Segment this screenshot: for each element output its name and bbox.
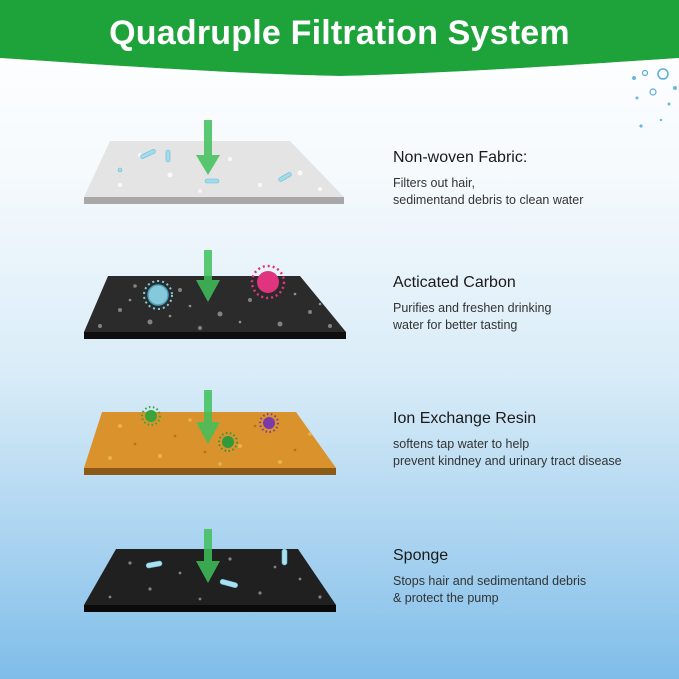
hair-particle-icon — [117, 149, 292, 184]
germ-icon — [143, 280, 173, 310]
layer-title: Acticated Carbon — [393, 274, 516, 291]
germ-icon — [141, 406, 161, 426]
layer-title: Non-woven Fabric: — [393, 149, 528, 166]
filter-layer-carbon: Acticated Carbon Purifies and freshen dr… — [0, 250, 679, 370]
layer-desc-line: Purifies and freshen drinking — [393, 301, 552, 315]
down-arrow-icon — [196, 250, 220, 302]
layer-desc-line: prevent kindney and urinary tract diseas… — [393, 454, 622, 468]
layer-description-carbon: Acticated Carbon Purifies and freshen dr… — [393, 274, 551, 334]
water-droplets-icon — [632, 68, 677, 128]
filter-layer-sponge: Sponge Stops hair and sedimentand debris… — [0, 523, 679, 643]
layer-title: Ion Exchange Resin — [393, 410, 537, 427]
layer-desc-line: Filters out hair, — [393, 176, 475, 190]
layer-description-resin: Ion Exchange Resin softens tap water to … — [393, 410, 622, 470]
layer-desc-line: Stops hair and sedimentand debris — [393, 574, 587, 588]
down-arrow-icon — [196, 120, 220, 175]
ion-exchange-resin-slab — [84, 390, 336, 475]
layer-description-sponge: Sponge Stops hair and sedimentand debris… — [393, 547, 586, 607]
filter-layer-resin: Ion Exchange Resin softens tap water to … — [0, 386, 679, 506]
banner-shape — [0, 0, 679, 78]
nonwoven-fabric-slab — [84, 120, 344, 204]
layer-title: Sponge — [393, 547, 449, 564]
germ-icon — [250, 264, 286, 300]
page-title: Quadruple Filtration System — [109, 14, 570, 52]
down-arrow-icon — [196, 390, 220, 444]
layer-desc-line: softens tap water to help — [393, 437, 530, 451]
sponge-slab — [84, 529, 336, 612]
header-banner: Quadruple Filtration System — [0, 0, 679, 78]
activated-carbon-slab — [84, 250, 346, 339]
layer-description-nonwoven: Non-woven Fabric: Filters out hair, sedi… — [393, 149, 583, 209]
hair-particle-icon — [145, 548, 288, 588]
layer-desc-line: & protect the pump — [393, 591, 499, 605]
germ-icon — [218, 432, 238, 452]
down-arrow-icon — [196, 529, 220, 583]
filter-layer-nonwoven: Non-woven Fabric: Filters out hair, sedi… — [0, 115, 679, 235]
layer-desc-line: sedimentand debris to clean water — [393, 193, 584, 207]
layer-desc-line: water for better tasting — [393, 318, 518, 332]
germ-icon — [259, 413, 279, 433]
